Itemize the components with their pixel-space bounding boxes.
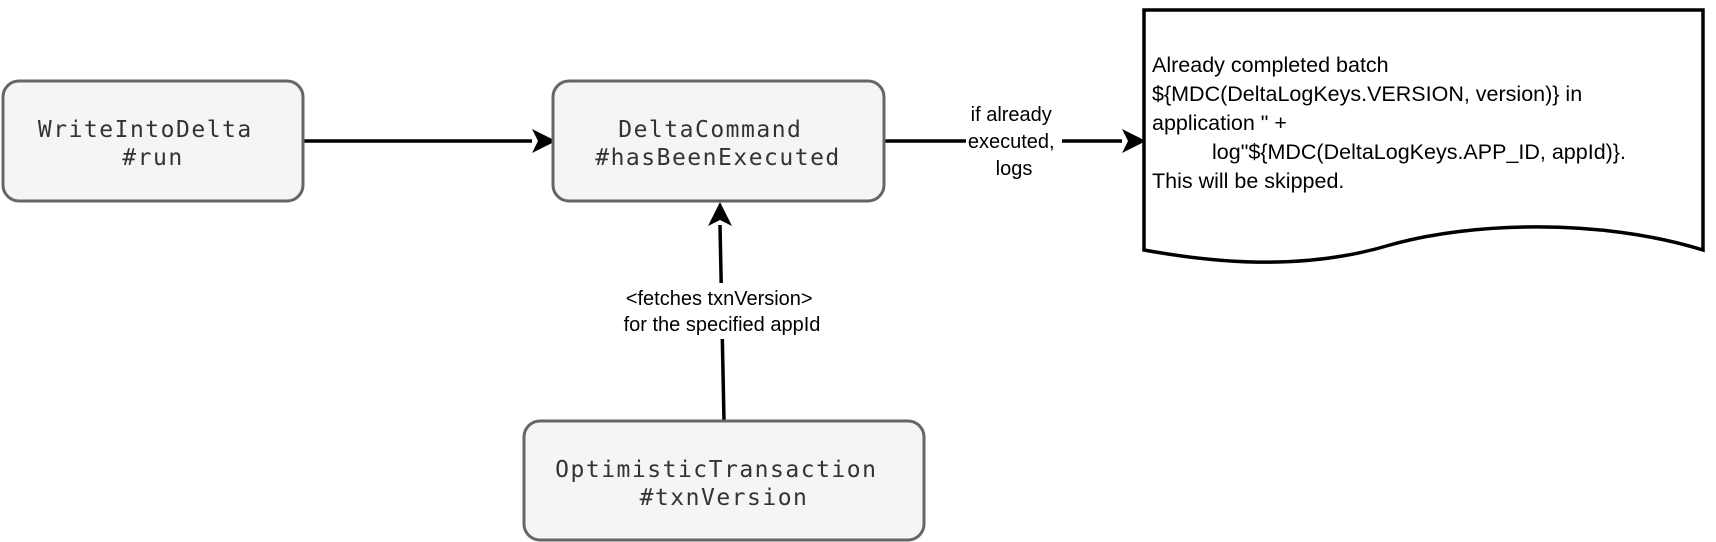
node-delta-command: DeltaCommand #hasBeenExecuted — [551, 79, 886, 203]
note-line: Already completed batch — [1152, 53, 1389, 77]
arrowhead-icon — [532, 129, 556, 153]
svg-text:<fetches txnVersion> for: <fetches txnVersion> for the specified a… — [624, 288, 821, 336]
node-write-into-delta: WriteIntoDelta #run — [1, 79, 305, 203]
node-label: WriteIntoDelta — [38, 117, 253, 143]
note-line: ${MDC(DeltaLogKeys.VERSION, version)} in — [1152, 82, 1582, 106]
arrowhead-icon — [1122, 129, 1146, 153]
node-optimistic-transaction: OptimisticTransaction #txnVersion — [522, 419, 926, 542]
edge-label-line: logs — [996, 158, 1033, 180]
edge-label-line: for the specified appId — [624, 314, 821, 336]
log-message-note: Already completed batch ${MDC(DeltaLogKe… — [1142, 8, 1705, 264]
svg-text:DeltaCommand #hasBeenExe: DeltaCommand #hasBeenExecuted — [595, 117, 841, 171]
node-label: DeltaCommand — [618, 117, 802, 143]
arrowhead-icon — [708, 202, 732, 226]
svg-text:Already completed batch: Already completed batch ${MDC(DeltaLogKe… — [1152, 53, 1632, 193]
note-line: This will be skipped. — [1152, 169, 1344, 193]
edge-label-line: <fetches txnVersion> — [626, 288, 813, 310]
node-label: #run — [122, 145, 183, 171]
svg-text:OptimisticTransaction #t: OptimisticTransaction #txnVersion — [555, 457, 893, 511]
node-label: OptimisticTransaction — [555, 457, 877, 483]
edge-label-line: executed, — [968, 131, 1055, 153]
edge-write-to-command — [303, 129, 556, 153]
note-line: log"${MDC(DeltaLogKeys.APP_ID, appId)}. — [1212, 140, 1626, 164]
edge-txn-to-command: <fetches txnVersion> for the specified a… — [604, 202, 840, 422]
edge-label-line: if already — [971, 104, 1052, 126]
edge-command-to-log: if already executed, logs — [884, 100, 1146, 182]
svg-text:WriteIntoDelta #run: WriteIntoDelta #run — [38, 117, 268, 171]
node-label: #hasBeenExecuted — [595, 145, 841, 171]
note-line: application " + — [1152, 111, 1287, 135]
svg-text:if already executed,: if already executed, logs — [968, 104, 1060, 180]
node-label: #txnVersion — [640, 485, 809, 511]
